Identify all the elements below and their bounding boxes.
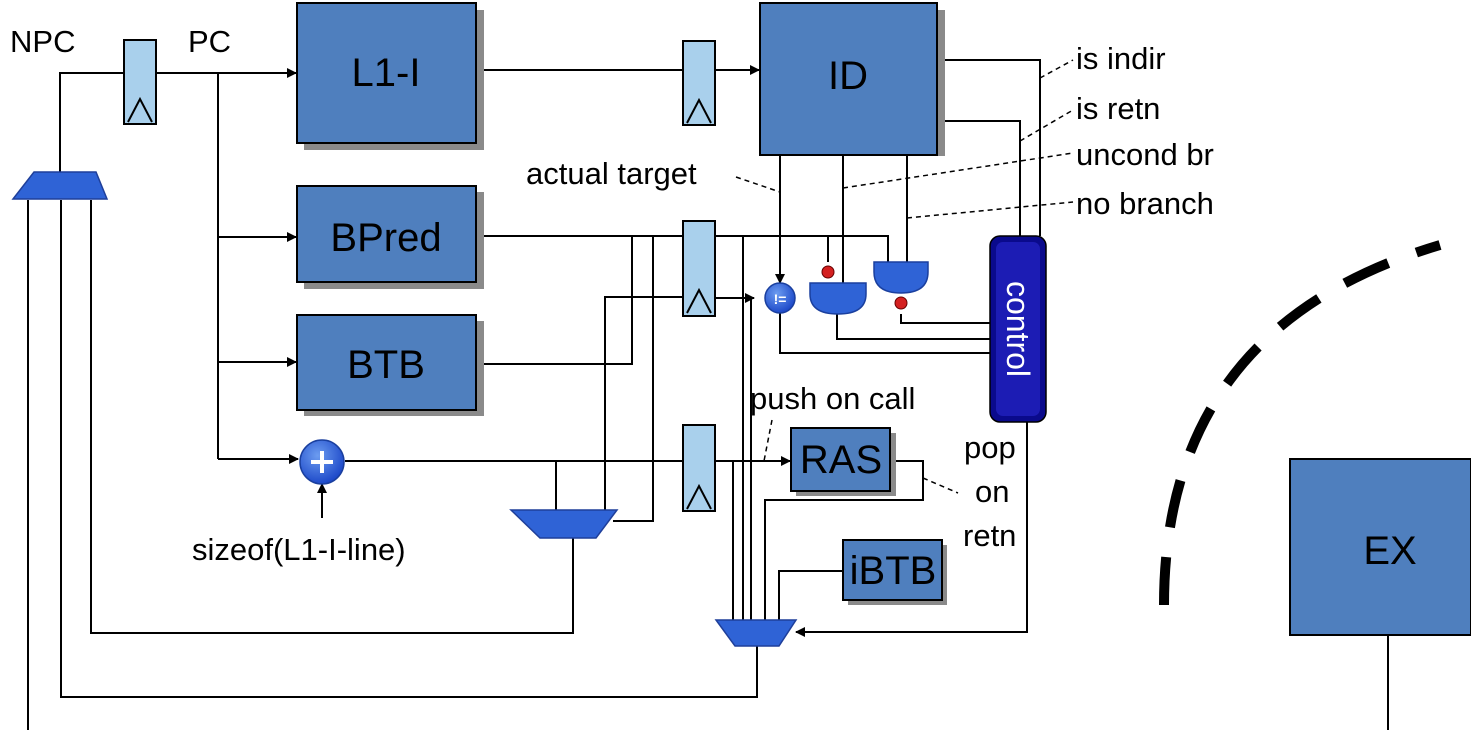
signal-labels: NPC PC is indir is retn uncond br no bra…: [10, 24, 1214, 567]
label-id: ID: [828, 54, 868, 98]
unit-ex: EX: [1289, 458, 1471, 636]
wire-bpred-to-mux1: [613, 236, 654, 522]
label-retn: retn: [963, 518, 1016, 553]
label-ibtb: iBTB: [850, 549, 937, 593]
inverter-dot-uncond: [821, 265, 835, 279]
wire-ras-out: [764, 460, 924, 620]
label-is-indir: is indir: [1076, 41, 1166, 76]
leader-lines: [735, 59, 1074, 494]
unit-control: control: [989, 235, 1047, 423]
leader-push-on-call: [763, 419, 773, 462]
leader-is-retn: [1019, 109, 1074, 142]
unit-ras: RAS: [790, 427, 896, 496]
wire-id-to-control-b: [937, 120, 1021, 236]
wire-gate1-to-control: [836, 314, 990, 340]
wire-gate2-to-control: [900, 314, 990, 324]
label-on: on: [975, 474, 1009, 509]
and-gate-nobranch: [873, 261, 929, 310]
plus-icon: [311, 451, 333, 473]
comparator-not-equal: !=: [764, 282, 796, 314]
leader-is-indir: [1039, 59, 1074, 79]
wire-id-to-control-a: [937, 59, 1041, 236]
wire-bpred-latched: [716, 235, 889, 262]
wire-btb-out: [476, 236, 633, 365]
latch-sequential: [682, 424, 716, 512]
label-uncond-br: uncond br: [1076, 137, 1214, 172]
stage-boundary-arc: [1159, 240, 1442, 606]
unit-ibtb: iBTB: [842, 539, 947, 605]
wire-mux1-to-npc: [90, 200, 574, 634]
label-l1i: L1-I: [352, 51, 421, 95]
comparator-label: !=: [774, 291, 787, 307]
label-is-retn: is retn: [1076, 91, 1160, 126]
inverter-dot-nobranch: [894, 296, 908, 310]
wire-mux2-to-npc: [60, 200, 758, 698]
wire-btb-to-mux1: [604, 296, 683, 510]
leader-no-branch: [906, 201, 1074, 219]
label-control: control: [1000, 281, 1036, 377]
label-pop: pop: [964, 430, 1016, 465]
wires: [27, 59, 1389, 730]
label-actual-target: actual target: [526, 156, 697, 191]
label-pc: PC: [188, 24, 231, 59]
mux-target: [714, 619, 798, 647]
latch-predict: [682, 220, 716, 317]
unit-l1i: L1-I: [296, 2, 484, 150]
adder: [299, 439, 345, 485]
mux-npc: [11, 171, 109, 200]
label-npc: NPC: [10, 24, 75, 59]
label-no-branch: no branch: [1076, 186, 1214, 221]
unit-bpred: BPred: [296, 185, 484, 289]
label-push-on-call: push on call: [750, 381, 915, 416]
leader-pop-on-retn: [922, 477, 959, 494]
label-ex: EX: [1363, 529, 1416, 573]
wire-npc-to-pc-latch: [59, 72, 124, 172]
wire-cmp-to-control: [779, 312, 990, 354]
wire-control-to-mux2: [795, 422, 1028, 637]
label-btb: BTB: [347, 343, 425, 387]
pipeline-latches: [123, 39, 716, 512]
mux-predict: [509, 509, 619, 539]
label-sizeof: sizeof(L1-I-line): [192, 532, 406, 567]
and-gate-uncond: [809, 265, 867, 315]
label-ras: RAS: [800, 438, 882, 482]
latch-fetch-decode: [682, 40, 716, 126]
leader-uncond-br: [842, 152, 1074, 189]
unit-btb: BTB: [296, 314, 484, 416]
unit-id: ID: [759, 2, 945, 156]
latch-pc: [123, 39, 157, 125]
wire-ibtb-out: [778, 570, 842, 620]
label-bpred: BPred: [330, 216, 441, 260]
leader-actual-target: [735, 176, 781, 193]
